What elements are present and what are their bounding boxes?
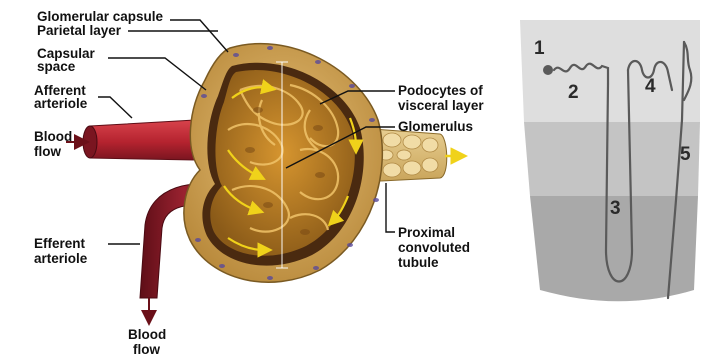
label-glomerulus: Glomerulus: [398, 120, 473, 134]
label-glomerular-capsule: Glomerular capsule: [37, 10, 163, 24]
label-pct-l3: tubule: [398, 256, 439, 270]
leader-glomerular-capsule: [170, 20, 228, 52]
label-parietal-layer: Parietal layer: [37, 24, 121, 38]
label-efferent-l1: Efferent: [34, 237, 85, 251]
label-podocytes-l1: Podocytes of: [398, 84, 483, 98]
label-blood-flow-in-l1: Blood: [34, 130, 72, 144]
leader-afferent: [98, 97, 132, 118]
segment-number-2: 2: [568, 82, 579, 104]
segment-number-4: 4: [645, 76, 656, 98]
label-podocytes-l2: visceral layer: [398, 99, 484, 113]
leader-capsular-space: [108, 58, 206, 90]
nephron-diagram: [520, 20, 700, 301]
label-afferent-l2: arteriole: [34, 97, 87, 111]
afferent-arteriole-opening: [83, 126, 97, 158]
leader-pct: [386, 183, 395, 232]
label-efferent-l2: arteriole: [34, 252, 87, 266]
label-capsular-space-l2: space: [37, 60, 75, 74]
label-blood-flow-in-l2: flow: [34, 145, 61, 159]
zone-middle: [524, 122, 700, 196]
renal-corpuscle: [543, 65, 553, 75]
label-pct-l1: Proximal: [398, 226, 455, 240]
label-blood-flow-out-l1: Blood: [128, 328, 166, 342]
label-pct-l2: convoluted: [398, 241, 470, 255]
label-blood-flow-out-l2: flow: [133, 343, 160, 357]
segment-number-3: 3: [610, 198, 621, 220]
segment-number-5: 5: [680, 144, 691, 166]
glomerulus-diagram: [66, 20, 458, 318]
segment-number-1: 1: [534, 38, 545, 60]
